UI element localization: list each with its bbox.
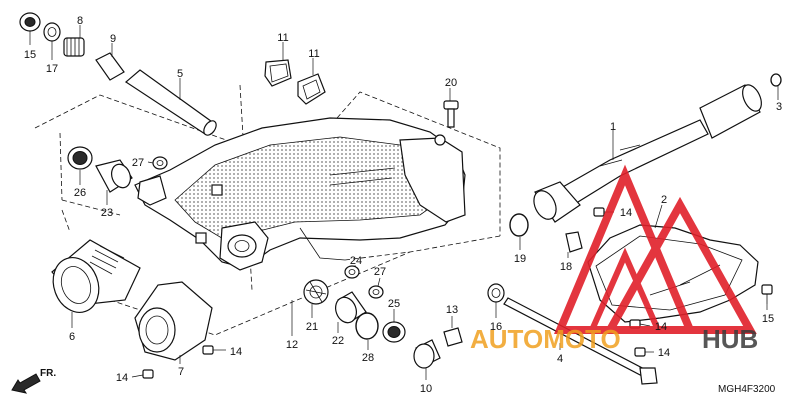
bearing-21 [303,279,329,305]
collar-13 [443,327,463,347]
callout-27-left: 27 [132,157,144,169]
callout-8: 8 [77,15,83,27]
callout-20: 20 [445,77,457,89]
washer-16 [487,283,505,303]
callout-4: 4 [557,353,563,365]
spring-8 [63,37,85,57]
ring-27-left [152,156,168,170]
drive-shaft-1 [533,84,762,223]
callout-21: 21 [306,321,318,333]
swingarm [134,117,466,271]
bearing-22 [335,291,367,324]
callout-11-left: 11 [277,32,288,44]
callout-14-a: 14 [230,346,242,358]
callout-15-top: 15 [24,49,36,61]
callout-26: 26 [74,187,86,199]
callout-27-right: 27 [374,266,386,278]
clip-18 [565,231,583,253]
callout-23: 23 [101,207,113,219]
guard-7 [134,281,213,361]
seal-26 [67,146,93,170]
callout-leaders [29,25,779,380]
callout-5: 5 [177,68,183,80]
cap-11-right [297,73,326,105]
callout-17: 17 [46,63,58,75]
seal-25 [382,321,406,343]
bush-10 [413,339,441,369]
callout-24: 24 [350,255,362,267]
cap-11-left [264,59,292,87]
callout-9: 9 [110,33,116,45]
callout-labels: 15 17 8 9 5 11 11 20 1 3 26 27 23 6 7 14… [24,15,782,395]
callout-25: 25 [388,298,400,310]
callout-22: 22 [332,335,344,347]
bolt-14-c [593,207,605,217]
callout-13: 13 [446,304,458,316]
callout-7: 7 [178,366,184,378]
callout-16: 16 [490,321,502,333]
bearing-23 [95,159,133,193]
watermark-logo [553,164,757,334]
pivot-bolt-4 [503,297,658,385]
callout-6: 6 [69,331,75,343]
callout-14-c: 14 [620,207,632,219]
circlip-3 [770,73,782,87]
bolt-14-a [202,345,214,355]
callout-10: 10 [420,383,432,395]
bolt-14-e [634,347,646,357]
ring-27-right [368,285,384,299]
watermark-brand-left: AUTOMOTO [470,324,621,354]
pipe-5 [125,69,217,136]
callout-14-b: 14 [116,372,128,384]
callout-19: 19 [514,253,526,265]
boot-6 [51,239,141,313]
front-arrow-icon [11,373,41,394]
callout-12: 12 [286,339,298,351]
watermark-brand-right: HUB [702,324,758,354]
diagram-code: MGH4F3200 [718,384,776,395]
seal-17 [43,22,61,42]
front-direction-label: FR. [40,368,56,379]
circlip-28 [355,312,379,340]
callout-1: 1 [610,121,616,133]
collar-9 [95,52,125,81]
bolt-15-b [761,284,773,304]
callout-14-e: 14 [658,347,670,359]
callout-2: 2 [661,194,667,206]
cap-15-top [19,12,41,32]
callout-15-bottom: 15 [762,313,774,325]
assembly-outline-upper [34,94,241,216]
callout-11-right: 11 [308,48,319,60]
callout-18: 18 [560,261,572,273]
cover-2 [587,224,759,323]
callout-14-d: 14 [655,321,667,333]
bolt-20 [443,100,459,128]
bolt-14-b [142,369,154,379]
circlip-19 [509,213,529,237]
callout-28: 28 [362,352,374,364]
bearing-24 [344,265,360,279]
callout-3: 3 [776,101,782,113]
